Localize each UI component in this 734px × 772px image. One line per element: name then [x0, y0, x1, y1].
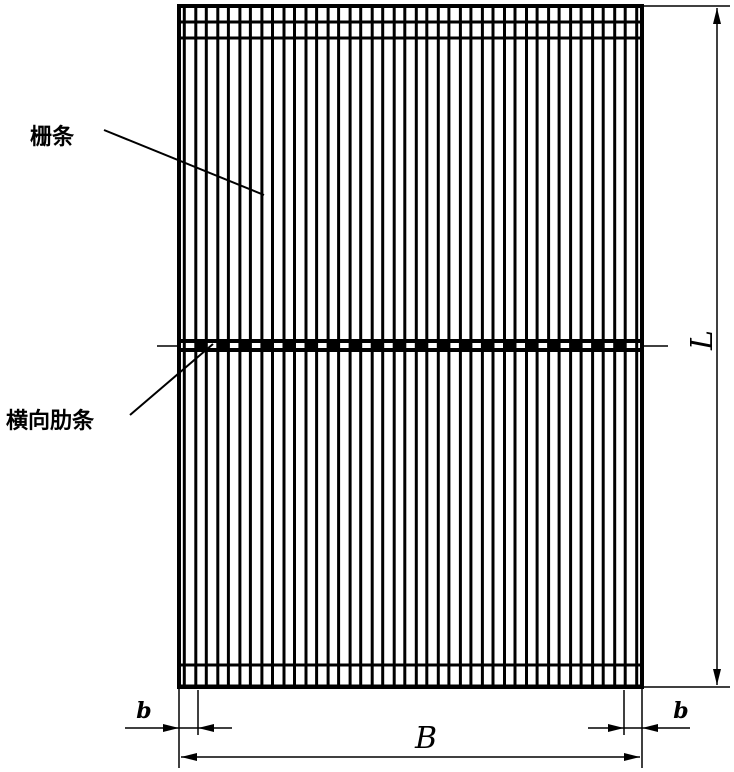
- grate-bar: [271, 4, 286, 689]
- top-end-strip: [179, 20, 642, 40]
- grate-bar: [293, 4, 308, 689]
- rib-block: [460, 340, 471, 352]
- edge-right-label: b: [673, 698, 688, 724]
- grate-bar: [623, 4, 639, 689]
- rib-block: [614, 340, 626, 352]
- grate-bar: [601, 4, 617, 689]
- width-label: B: [414, 721, 437, 756]
- rib-block: [217, 340, 229, 352]
- grate-bar: [182, 4, 198, 689]
- length-label: L: [685, 330, 720, 351]
- rib-block: [592, 340, 604, 352]
- rib-block: [570, 340, 582, 352]
- grate-bar: [425, 4, 440, 689]
- grate-bar: [403, 4, 418, 689]
- cross-rib-leader: [129, 343, 214, 416]
- grate-bar: [579, 4, 595, 689]
- grate-bar: [248, 4, 264, 689]
- grate-bar: [204, 4, 220, 689]
- grate-bar: [381, 4, 396, 689]
- rib-block: [306, 340, 317, 352]
- grate-bar: [513, 4, 528, 689]
- grate-bar: [491, 4, 506, 689]
- grate-bar: [469, 4, 484, 689]
- rib-block: [438, 340, 449, 352]
- edge-left-label: b: [136, 698, 151, 724]
- grate-bar-label: 栅条: [30, 124, 75, 150]
- grate-bars: [182, 4, 639, 689]
- rib-block: [548, 340, 560, 352]
- rib-block: [195, 340, 207, 352]
- grate-bar-leader: [103, 129, 265, 196]
- rib-block: [504, 340, 515, 352]
- bottom-end-strip: [179, 663, 642, 688]
- grate-bar: [226, 4, 242, 689]
- rib-block: [261, 340, 273, 352]
- grate-bar: [535, 4, 551, 689]
- rib-block: [328, 340, 339, 352]
- rib-block: [482, 340, 493, 352]
- grate-bar: [557, 4, 573, 689]
- grate-bar: [447, 4, 462, 689]
- rib-block: [526, 340, 538, 352]
- cross-rib: [179, 339, 642, 352]
- length-dimension: [642, 5, 730, 688]
- rib-block: [372, 340, 383, 352]
- rib-block: [394, 340, 405, 352]
- rib-block: [350, 340, 361, 352]
- grate-bar: [337, 4, 352, 689]
- cross-rib-label: 横向肋条: [6, 408, 95, 434]
- rib-block: [239, 340, 251, 352]
- width-dimension: [125, 688, 690, 768]
- grate-bar: [359, 4, 374, 689]
- rib-block: [416, 340, 427, 352]
- rib-block: [283, 340, 295, 352]
- grate-bar: [315, 4, 330, 689]
